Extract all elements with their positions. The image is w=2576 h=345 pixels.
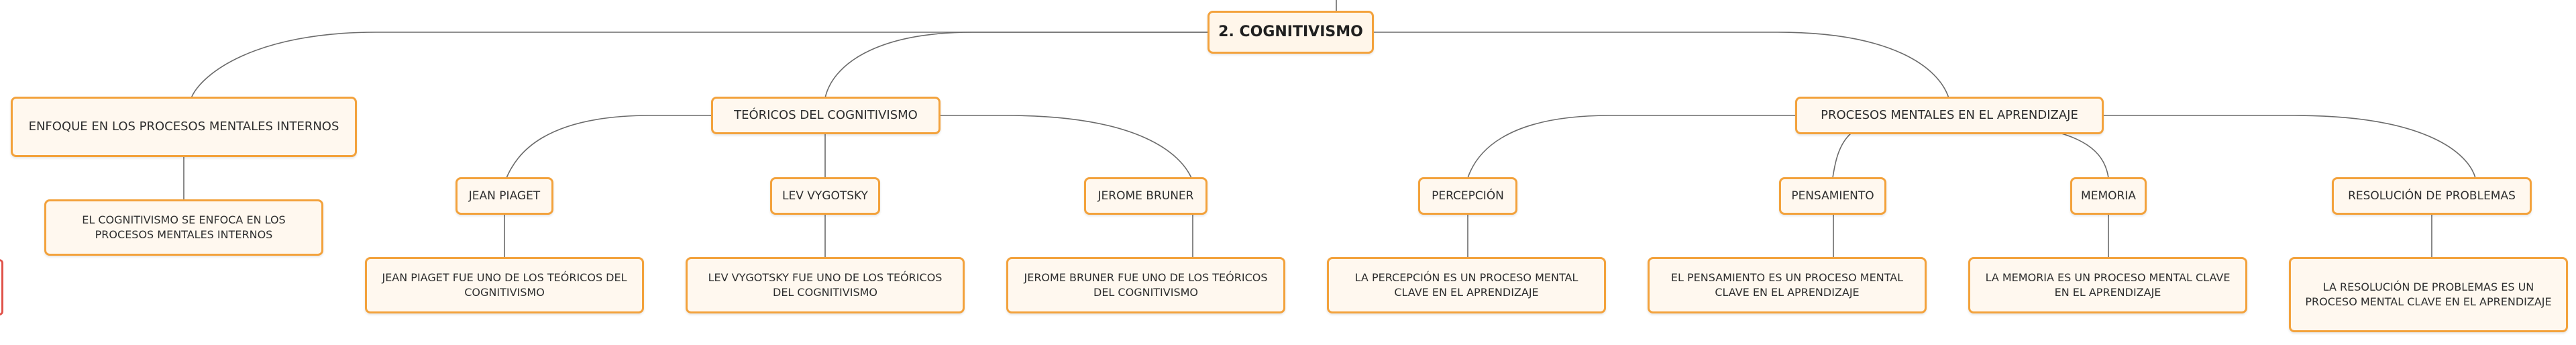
branch-node-procesos[interactable]: PROCESOS MENTALES EN EL APRENDIZAJE	[1795, 97, 2104, 134]
sub-node-label: PENSAMIENTO	[1791, 189, 1874, 203]
sub-node-jerome-bruner[interactable]: JEROME BRUNER	[1084, 177, 1208, 215]
branch-node-label: ENFOQUE EN LOS PROCESOS MENTALES INTERNO…	[28, 119, 339, 134]
detail-node-label: JEAN PIAGET FUE UNO DE LOS TEÓRICOS DEL …	[382, 271, 627, 299]
connector-root-branch-2	[824, 32, 1208, 99]
connector-branch-3-pensamiento	[1832, 132, 1852, 179]
detail-node-lev-vygotsky[interactable]: LEV VYGOTSKY FUE UNO DE LOS TEÓRICOS DEL…	[686, 257, 965, 313]
root-node[interactable]: 2. COGNITIVISMO	[1208, 11, 1374, 54]
detail-node-jerome-bruner[interactable]: JEROME BRUNER FUE UNO DE LOS TEÓRICOS DE…	[1006, 257, 1285, 313]
sub-node-memoria[interactable]: MEMORIA	[2070, 177, 2147, 215]
sub-node-percepcion[interactable]: PERCEPCIÓN	[1418, 177, 1517, 215]
detail-node-label: LA PERCEPCIÓN ES UN PROCESO MENTAL CLAVE…	[1354, 271, 1578, 299]
branch-node-enfoque[interactable]: ENFOQUE EN LOS PROCESOS MENTALES INTERNO…	[11, 97, 357, 157]
sub-node-label: PERCEPCIÓN	[1432, 189, 1504, 203]
leaf-node-label: EL COGNITIVISMO SE ENFOCA EN LOS PROCESO…	[82, 213, 286, 241]
sub-node-label: JEAN PIAGET	[468, 189, 541, 203]
connector-branch-3-percepcion	[1467, 115, 1796, 179]
connector-branch-2-jean	[506, 115, 711, 179]
sub-node-label: LEV VYGOTSKY	[782, 189, 868, 203]
offscreen-node-edge	[0, 259, 3, 315]
sub-node-pensamiento[interactable]: PENSAMIENTO	[1779, 177, 1886, 215]
sub-node-lev-vygotsky[interactable]: LEV VYGOTSKY	[770, 177, 880, 215]
sub-node-jean-piaget[interactable]: JEAN PIAGET	[455, 177, 553, 215]
leaf-node-enfoque[interactable]: EL COGNITIVISMO SE ENFOCA EN LOS PROCESO…	[44, 199, 323, 256]
detail-node-memoria[interactable]: LA MEMORIA ES UN PROCESO MENTAL CLAVE EN…	[1968, 257, 2247, 313]
detail-node-label: LEV VYGOTSKY FUE UNO DE LOS TEÓRICOS DEL…	[708, 271, 943, 299]
sub-node-label: JEROME BRUNER	[1097, 189, 1194, 203]
sub-node-label: MEMORIA	[2081, 189, 2136, 203]
connector-branch-2-jerome	[939, 115, 1192, 179]
connector-root-branch-1	[191, 32, 1208, 99]
detail-node-pensamiento[interactable]: EL PENSAMIENTO ES UN PROCESO MENTAL CLAV…	[1648, 257, 1927, 313]
detail-node-label: JEROME BRUNER FUE UNO DE LOS TEÓRICOS DE…	[1024, 271, 1268, 299]
connector-branch-3-memoria	[2059, 132, 2109, 179]
detail-node-resolucion-de-problemas[interactable]: LA RESOLUCIÓN DE PROBLEMAS ES UN PROCESO…	[2289, 257, 2568, 332]
detail-node-jean-piaget[interactable]: JEAN PIAGET FUE UNO DE LOS TEÓRICOS DEL …	[365, 257, 644, 313]
connector-root-branch-3	[1374, 32, 1949, 99]
detail-node-label: EL PENSAMIENTO ES UN PROCESO MENTAL CLAV…	[1670, 271, 1904, 299]
detail-node-label: LA RESOLUCIÓN DE PROBLEMAS ES UN PROCESO…	[2305, 281, 2552, 308]
detail-node-percepcion[interactable]: LA PERCEPCIÓN ES UN PROCESO MENTAL CLAVE…	[1327, 257, 1606, 313]
detail-node-label: LA MEMORIA ES UN PROCESO MENTAL CLAVE EN…	[1985, 271, 2231, 299]
sub-node-resolucion-de-problemas[interactable]: RESOLUCIÓN DE PROBLEMAS	[2332, 177, 2532, 215]
branch-node-teoricos[interactable]: TEÓRICOS DEL COGNITIVISMO	[711, 97, 941, 134]
sub-node-label: RESOLUCIÓN DE PROBLEMAS	[2348, 189, 2516, 203]
branch-node-label: PROCESOS MENTALES EN EL APRENDIZAJE	[1821, 107, 2078, 122]
branch-node-label: TEÓRICOS DEL COGNITIVISMO	[734, 107, 918, 122]
root-node-label: 2. COGNITIVISMO	[1218, 23, 1363, 41]
connector-branch-3-resolucion	[2102, 115, 2476, 179]
